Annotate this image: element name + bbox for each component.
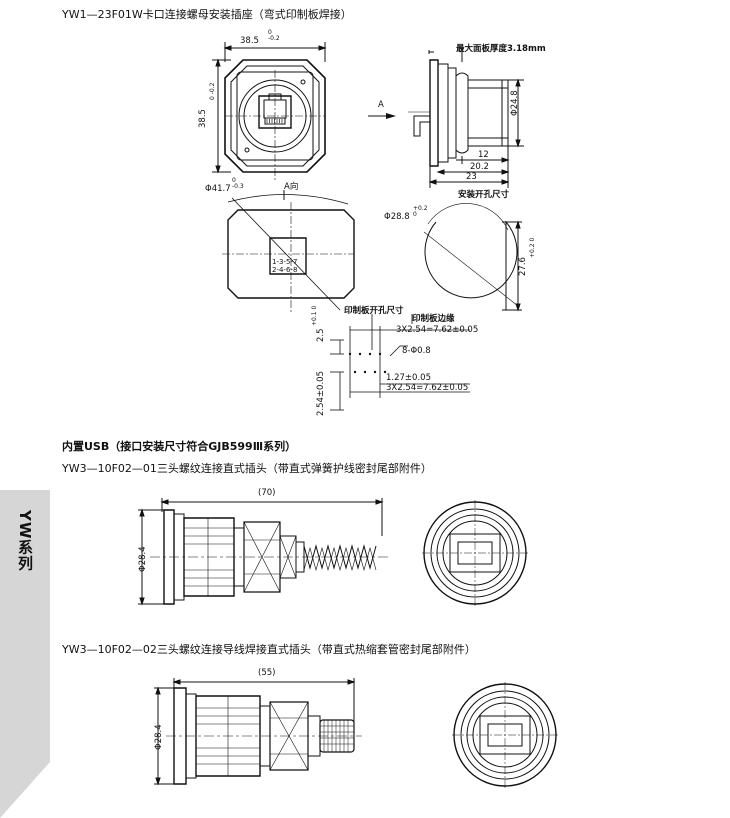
cutout-diameter: Φ28.8 bbox=[384, 212, 410, 222]
item1-length: (70) bbox=[258, 488, 276, 498]
section1-title: YW1—23F01W卡口连接螺母安装插座（弯式印制板焊接） bbox=[62, 8, 352, 21]
sidebar-label: YW系列 bbox=[16, 510, 34, 572]
a-view-diameter-tol: 0-0.3 bbox=[232, 177, 244, 190]
a-view-diameter: Φ41.7 bbox=[205, 184, 231, 194]
section2-title: 内置USB（接口安装尺寸符合GJB599Ⅲ系列） bbox=[62, 440, 297, 453]
view-arrow bbox=[368, 113, 396, 119]
pcb-hole-caption: 印制板开孔尺寸 bbox=[344, 306, 404, 316]
item2-title: YW3—10F02—02三头螺纹连接导线焊接直式插头（带直式热缩套管密封尾部附件… bbox=[62, 643, 476, 656]
item2-diameter: Φ28.4 bbox=[154, 724, 164, 750]
side-dim-23: 23 bbox=[466, 172, 477, 182]
plug1-side-drawing bbox=[150, 496, 400, 616]
item1-title: YW3—10F02—01三头螺纹连接直式插头（带直式弹簧护线密封尾部附件） bbox=[62, 462, 432, 475]
item1-diameter: Φ28.4 bbox=[138, 546, 148, 572]
view-marker-a: A bbox=[378, 100, 384, 110]
pcb-dim-127: 1.27±0.05 bbox=[386, 373, 431, 383]
panel-thickness-label: 最大面板厚度3.18mm bbox=[456, 44, 546, 54]
side-view-drawing bbox=[400, 48, 530, 196]
plug1-end-drawing bbox=[422, 500, 528, 606]
pcb-dim-bottom: 3X2.54=7.62±0.05 bbox=[386, 383, 469, 393]
pcb-edge-caption: 印制板边缘 bbox=[412, 314, 455, 324]
plug2-end-drawing bbox=[452, 682, 558, 788]
a-view-drawing bbox=[228, 190, 354, 318]
front-height-dim: 38.5 bbox=[198, 109, 208, 128]
plug2-side-drawing bbox=[166, 676, 366, 796]
pcb-hole-drawing bbox=[320, 314, 470, 414]
front-width-tol: 0-0.2 bbox=[268, 29, 280, 42]
sidebar-tab bbox=[0, 490, 50, 818]
cutout-drawing bbox=[398, 216, 538, 316]
cutout-flat: 27.6 bbox=[518, 257, 528, 276]
side-diameter-dim: Φ24.8 bbox=[510, 90, 520, 116]
front-width-dim: 38.5 bbox=[240, 36, 259, 46]
side-dim-20-2: 20.2 bbox=[470, 162, 489, 172]
a-view-label: A向 bbox=[284, 182, 299, 192]
front-height-tol: 0 -0.2 bbox=[209, 82, 216, 100]
side-dim-12: 12 bbox=[478, 150, 489, 160]
item2-length: (55) bbox=[258, 668, 276, 678]
cutout-flat-tol: +0.2 0 bbox=[529, 237, 536, 258]
pcb-dim-holes: 8-Φ0.8 bbox=[402, 346, 431, 356]
pcb-dim-left-tol: +0.1 0 bbox=[311, 305, 318, 326]
cutout-caption: 安装开孔尺寸 bbox=[458, 190, 510, 200]
front-view-drawing bbox=[195, 30, 355, 190]
